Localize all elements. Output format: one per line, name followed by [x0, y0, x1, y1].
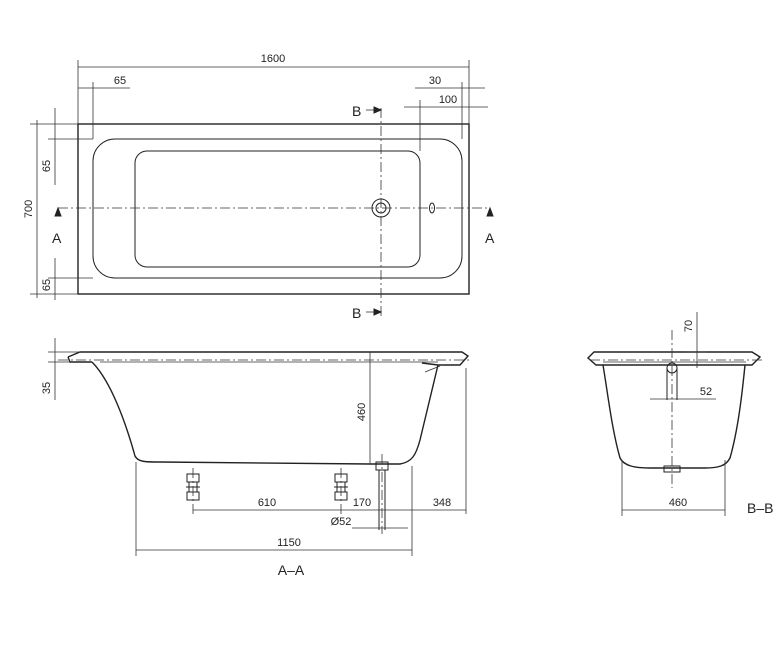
dim-length: 1600: [261, 53, 285, 65]
tub-outline: [77, 123, 470, 295]
side-rim: [67, 351, 470, 366]
dim-overflow-height: 70: [683, 320, 695, 332]
end-rim: [586, 351, 762, 366]
dim-drain-diameter: Ø52: [331, 516, 352, 528]
dim-rim-right-inner: 100: [439, 94, 457, 106]
dim-rim-top: 65: [41, 160, 53, 172]
section-a-right: A: [485, 230, 495, 246]
dim-width: 700: [23, 200, 35, 218]
dim-end-offset: 348: [433, 497, 451, 509]
dim-rim-height: 35: [41, 382, 53, 394]
section-b-caption: B–B: [747, 500, 773, 516]
dim-feet: 610: [258, 497, 276, 509]
section-a-left: A: [52, 230, 62, 246]
section-a-caption: A–A: [278, 562, 305, 578]
end-body: [602, 364, 746, 469]
dim-rim-left: 65: [114, 75, 126, 87]
side-body: [91, 361, 439, 465]
side-view: 35 460 610 170 348 Ø52 1150 A–A: [41, 338, 470, 578]
section-b-bottom: B: [352, 305, 361, 321]
dim-base-length: 1150: [277, 537, 301, 549]
dim-drain-offset: 170: [353, 497, 371, 509]
tub-basin: [134, 150, 421, 268]
top-view: 1600 65 30 100 700 65 65 B B: [23, 53, 495, 321]
dim-depth: 460: [356, 403, 368, 421]
dim-base-width: 460: [669, 497, 687, 509]
dim-overflow-diameter: 52: [700, 386, 712, 398]
end-view: 70 52 460 B–B: [586, 312, 773, 516]
dim-rim-right-outer: 30: [429, 75, 441, 87]
section-b-top: B: [352, 103, 361, 119]
tub-inner-rim: [92, 138, 463, 279]
dim-rim-bottom: 65: [41, 279, 53, 291]
overflow: [429, 202, 435, 214]
